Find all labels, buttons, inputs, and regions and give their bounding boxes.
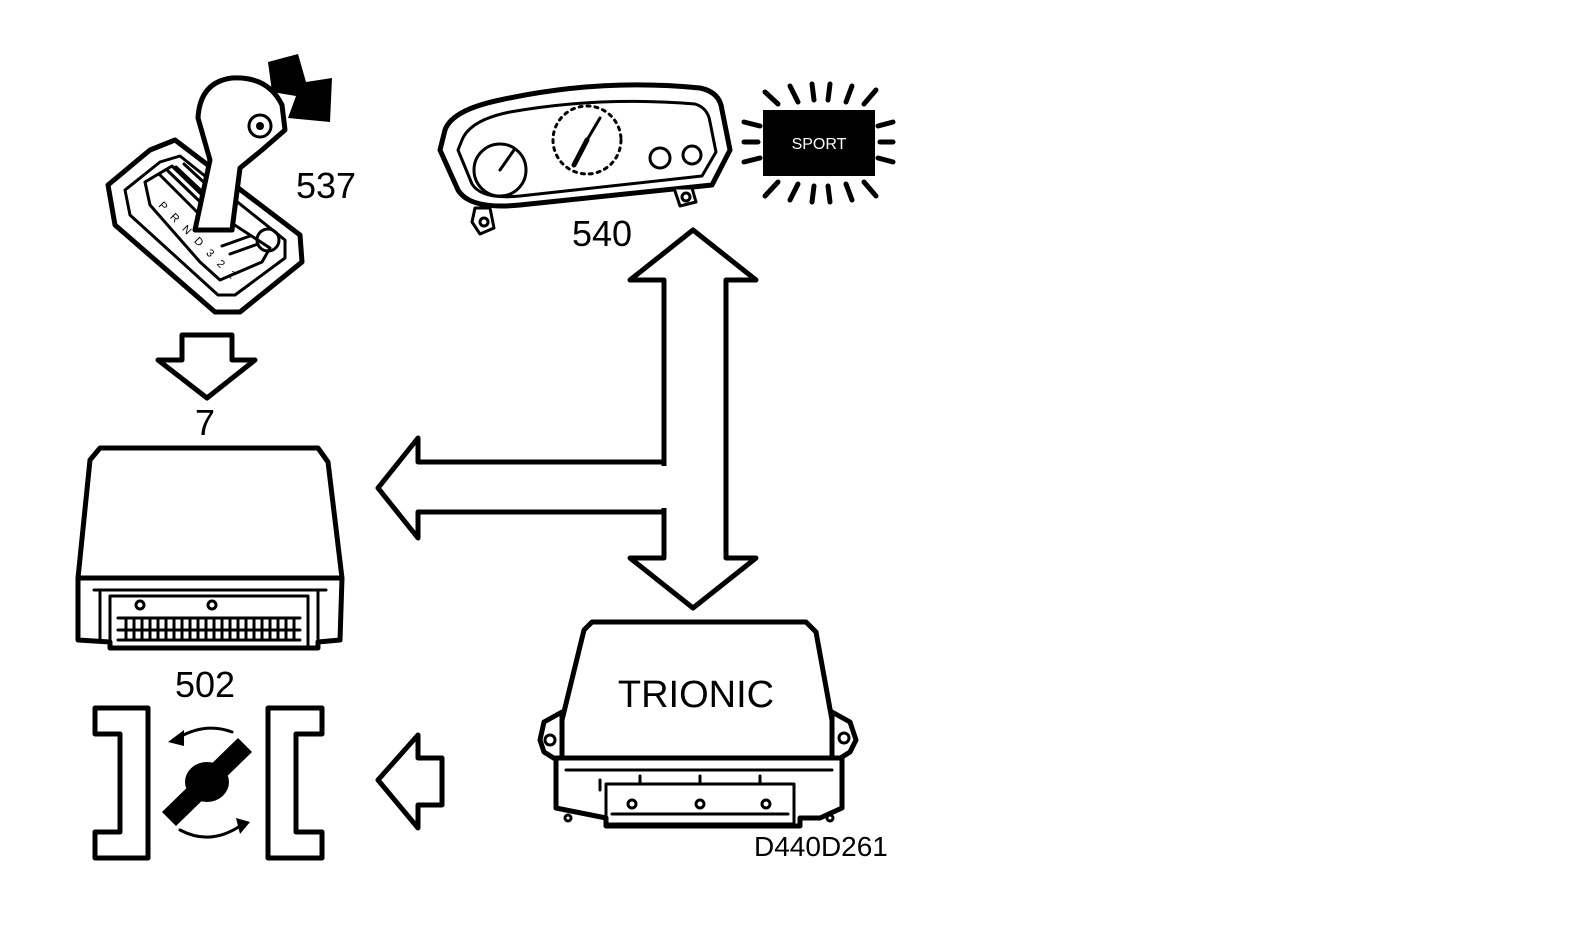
- tcm-label: 502: [175, 664, 235, 705]
- arrow-selector-to-tcm: [155, 332, 258, 401]
- arrow-bus-to-tcm: [375, 435, 667, 541]
- gear-selector-illustration: P R N D 3 2 1: [105, 54, 332, 315]
- bus-arrows: [375, 227, 759, 611]
- double-arrow-cluster-ecu: [627, 227, 759, 611]
- instrument-cluster-label: 540: [572, 213, 632, 254]
- engine-ecu-label: TRIONIC: [618, 674, 774, 716]
- sport-indicator-lamp: SPORT: [741, 81, 896, 205]
- sport-lamp-rays: [741, 81, 896, 205]
- tcm-input-label: 7: [195, 402, 215, 443]
- gear-selector-label: 537: [296, 165, 356, 206]
- engine-ecu-illustration: [537, 619, 859, 829]
- tcm-connector-pins: [116, 616, 302, 642]
- drawing-id: D440D261: [754, 831, 888, 862]
- transmission-control-module-illustration: [75, 445, 345, 651]
- instrument-cluster-illustration: [437, 82, 733, 236]
- arrow-ecu-to-solenoid: [375, 732, 445, 831]
- solenoid-symbol: [92, 705, 325, 861]
- sport-indicator-text: SPORT: [792, 136, 847, 153]
